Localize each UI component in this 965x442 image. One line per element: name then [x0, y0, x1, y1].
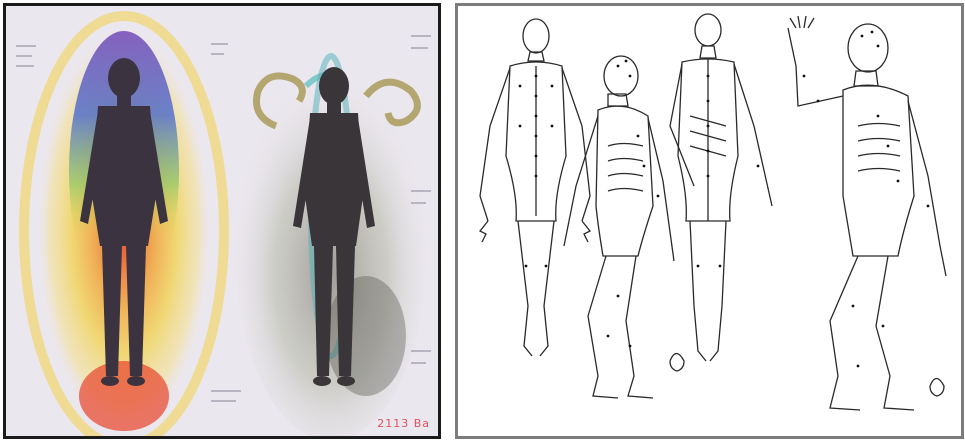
- figure-raised-arm: [788, 16, 946, 410]
- figure-back: [670, 14, 772, 371]
- watermark: 2113 Ba: [377, 417, 430, 430]
- aura-illustration: 2113 Ba: [3, 3, 441, 439]
- figure-side: [564, 56, 674, 398]
- acupuncture-chart: [455, 3, 964, 439]
- acupoints: [519, 31, 930, 368]
- aura-svg: [6, 6, 438, 436]
- figure-front: [480, 19, 590, 356]
- acupuncture-svg: [458, 6, 961, 436]
